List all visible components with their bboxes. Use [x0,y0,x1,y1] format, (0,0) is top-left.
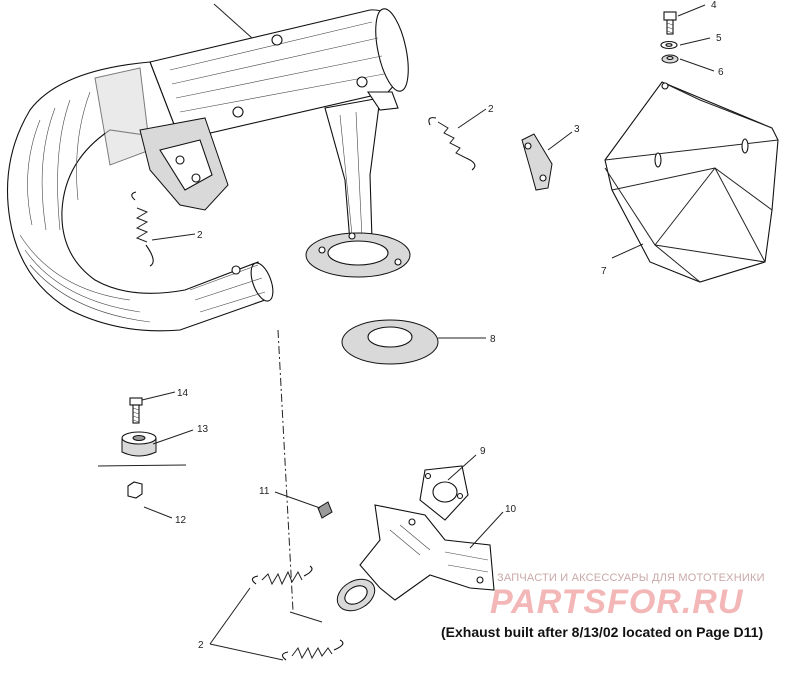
spring-lower-1 [251,565,313,586]
callout-4: 4 [711,0,717,11]
callout-2-lower: 2 [198,640,204,651]
callout-13: 13 [197,424,209,435]
callout-8: 8 [490,334,496,345]
clamp [521,133,553,191]
exhaust-stinger [305,91,411,278]
spring-upper-center [428,117,476,171]
callout-11: 11 [259,486,270,497]
callout-numbers: 2 2 3 4 5 6 7 8 9 10 11 12 13 14 2 [175,0,724,651]
bolt-washer-nut-stack [660,11,679,64]
leader-lines [141,3,715,661]
callout-2-upper: 2 [488,104,494,115]
exhaust-manifold [336,504,495,612]
heat-shield [604,81,779,283]
footnote: (Exhaust built after 8/13/02 located on … [441,624,764,640]
mount-hardware [97,397,187,499]
callout-12: 12 [175,515,187,526]
callout-10: 10 [505,504,517,515]
callout-14: 14 [177,388,189,399]
mounting-bracket [139,117,229,211]
callout-7: 7 [601,266,607,277]
spring-left [131,191,154,267]
callout-9: 9 [480,446,486,457]
callout-2-left: 2 [197,230,203,241]
watermark-logo: PARTSFOR.RU [490,583,744,621]
callout-6: 6 [718,67,724,78]
spring-lower-2 [281,639,344,661]
expansion-chamber [6,8,409,332]
gasket-ring [341,319,439,365]
flange-gasket [419,465,469,521]
watermark-tagline: ЗАПЧАСТИ И АКСЕССУАРЫ ДЛЯ МОТОТЕХНИКИ [497,572,765,584]
stud [317,501,333,519]
callout-3: 3 [574,124,580,135]
callout-5: 5 [716,33,722,44]
